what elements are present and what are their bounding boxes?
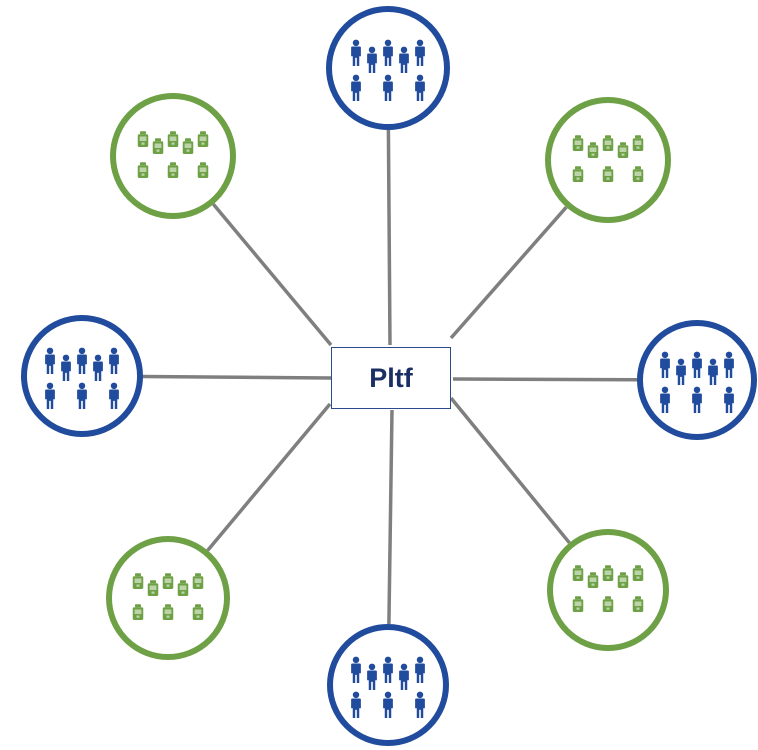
user-group-circle <box>21 315 143 437</box>
device-group-node <box>547 529 669 651</box>
connector-line <box>386 129 392 346</box>
connector-line <box>449 206 568 340</box>
platform-label: Pltf <box>369 362 413 393</box>
connector-line <box>206 402 332 552</box>
device-group-circle <box>545 97 671 223</box>
device-group-circle <box>547 529 669 651</box>
user-group-node <box>327 624 449 746</box>
platform-box: Pltf <box>331 347 451 409</box>
user-group-node <box>21 315 143 437</box>
device-group-node <box>106 536 230 660</box>
device-group-circle <box>110 93 236 219</box>
user-group-circle <box>637 320 757 440</box>
connector-line <box>212 203 333 347</box>
user-group-node <box>637 320 757 440</box>
user-group-node <box>326 6 450 130</box>
connector-line <box>387 409 394 625</box>
connector-line <box>449 396 571 544</box>
device-group-node <box>110 93 236 219</box>
device-group-node <box>545 97 671 223</box>
device-group-circle <box>106 536 230 660</box>
connector-line <box>142 374 332 380</box>
connector-line <box>452 377 638 382</box>
user-group-circle <box>327 624 449 746</box>
user-group-circle <box>326 6 450 130</box>
